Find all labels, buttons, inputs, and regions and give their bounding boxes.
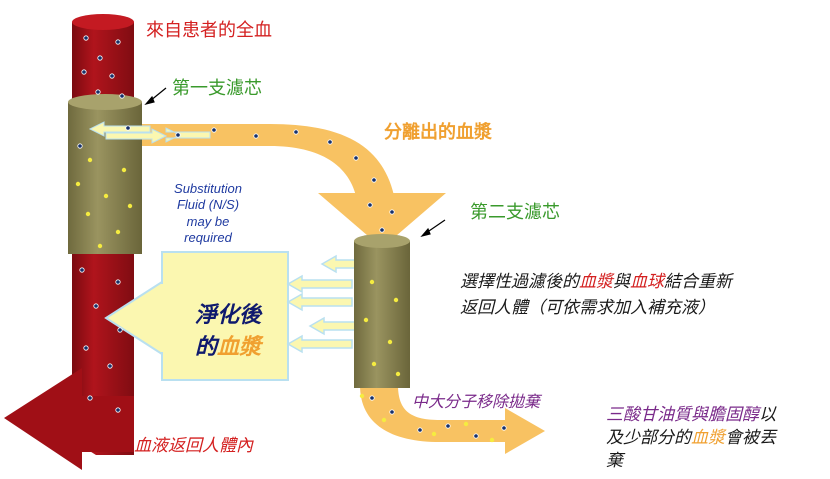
recombine-text-a: 選擇性過濾後的 (460, 272, 579, 292)
second-filter (354, 234, 410, 388)
pointer-arrows (144, 87, 446, 238)
filter-flow-arrows (88, 121, 211, 144)
purified-plasma-word: 血漿 (217, 334, 262, 360)
plasma-particle-dots (75, 157, 495, 443)
whole-blood-label: 來自患者的全血 (146, 20, 272, 41)
recombine-plasma-word: 血漿 (579, 272, 613, 292)
blood-return-arrowhead (4, 368, 134, 470)
discard-plasma-word: 血漿 (691, 427, 725, 448)
discard-text-to: 以 (759, 405, 776, 425)
discard-text-will: 會被丟 (725, 427, 776, 448)
recombine-line-1: 選擇性過濾後的血漿與血球結合重新 (460, 270, 732, 296)
macromolecule-discard-label: 中大分子移除拋棄 (412, 392, 541, 411)
discard-line-2: 及少部分的血漿會被丟 (606, 427, 776, 450)
plasma-flow-arrowhead (318, 193, 446, 248)
first-filter (68, 94, 142, 254)
blood-cell-dots (77, 35, 507, 439)
discard-line-1: 三酸甘油質與膽固醇以 (606, 404, 776, 427)
blood-return-label: 血液返回人體內 (134, 436, 253, 456)
recombine-line-2: 返回人體（可依需求加入補充液） (460, 297, 715, 318)
separated-plasma-label: 分離出的血漿 (384, 122, 492, 143)
purified-plasma-label: 淨化後 的血漿 (168, 300, 288, 364)
discard-text-small: 及少部分的 (606, 427, 691, 448)
purified-plasma-box (104, 251, 289, 381)
purified-of: 的 (194, 334, 217, 360)
discard-description-label: 三酸甘油質與膽固醇以 及少部分的血漿會被丟 棄 (606, 404, 776, 473)
inflow-blood-tube (72, 14, 134, 107)
discard-lipids: 三酸甘油質與膽固醇 (606, 405, 759, 425)
substitution-fluid-label: Substitution Fluid (N/S) may be required (174, 181, 242, 245)
recombine-cells-word: 血球 (630, 272, 664, 292)
recombine-text-c: 結合重新 (664, 272, 732, 292)
recombine-text-b: 與 (613, 272, 630, 292)
first-filter-label: 第一支濾芯 (172, 78, 262, 99)
discard-line-3: 棄 (606, 450, 623, 471)
discard-flow-band (360, 385, 545, 454)
second-filter-label: 第二支濾芯 (470, 202, 560, 223)
recombine-label: 選擇性過濾後的血漿與血球結合重新 返回人體（可依需求加入補充液） (460, 270, 732, 321)
purified-line-2: 的血漿 (168, 332, 288, 364)
purified-line-1: 淨化後 (194, 303, 261, 328)
